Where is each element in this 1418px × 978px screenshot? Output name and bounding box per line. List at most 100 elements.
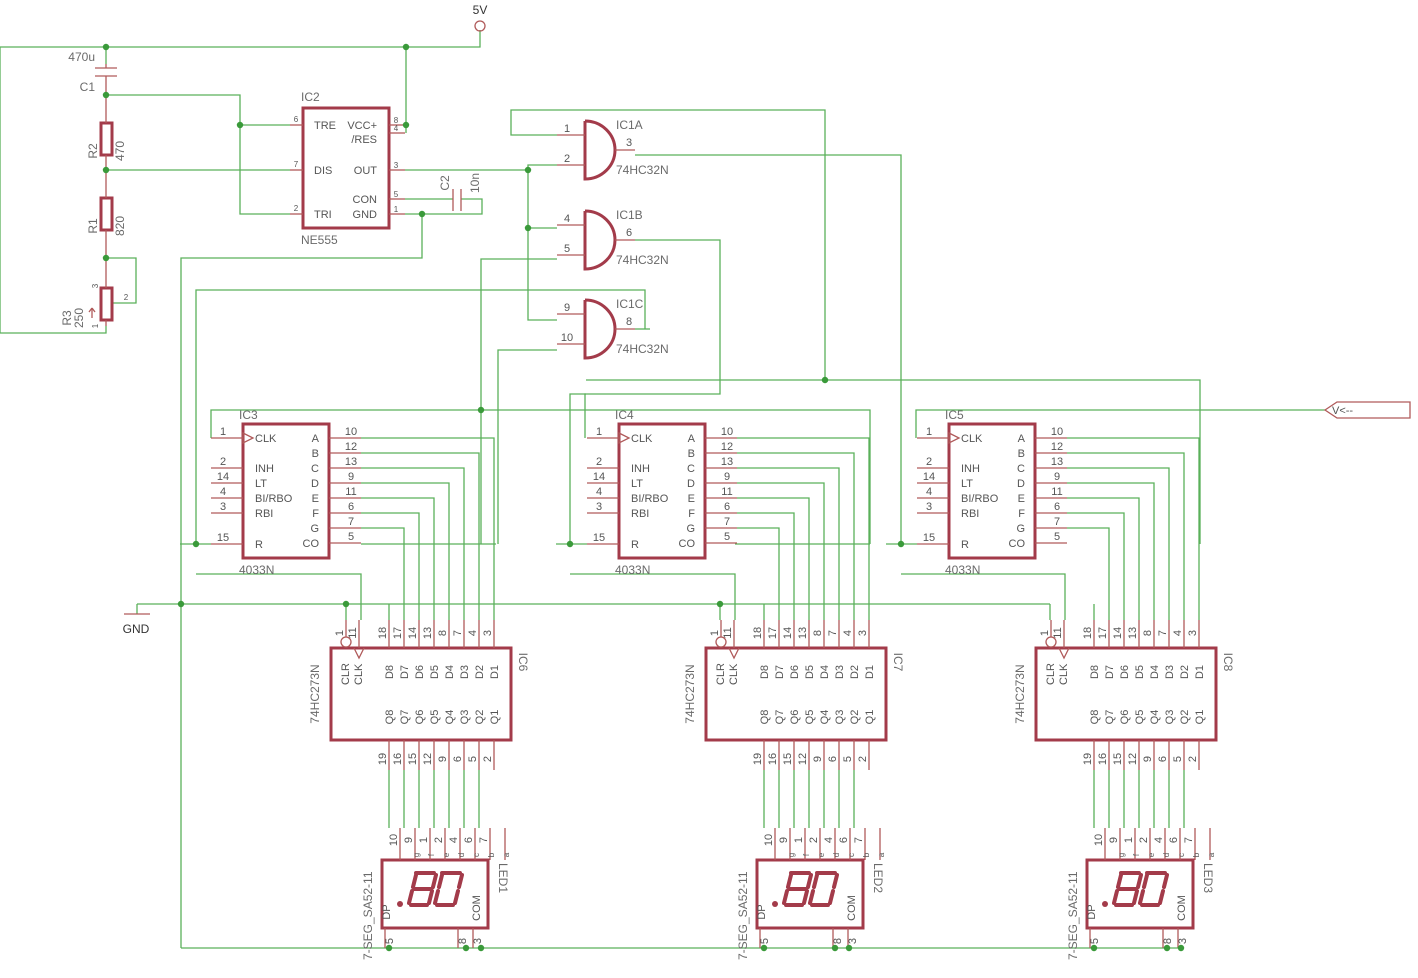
latch-pin-label: Q8 [1089,710,1101,725]
counter-pin-number: 4 [220,486,226,498]
vcc-rail [106,30,481,48]
junction-dot [177,600,185,608]
junction-dot [102,254,110,262]
display-pin-number: 1 [793,837,805,843]
ic2-pin-number: 4 [394,124,399,133]
latch-pin-number: 9 [437,756,449,762]
counter-pin-number: 2 [926,456,932,468]
counter-pin-number: 7 [348,516,354,528]
counter-name: IC3 [239,408,258,422]
ic5-latch-clk [901,573,1066,620]
counter-pin-label: R [631,539,639,551]
latch-pin-number: 19 [377,753,389,765]
counter-latch-wire [737,512,795,608]
latch-pin-label: CLK [353,663,365,685]
counter-pin-label: G [686,523,695,535]
counter-pin-number: 3 [596,501,602,513]
junction-dot [716,600,724,608]
display-segment-label: c [1177,853,1186,857]
counter-pin-label: C [1017,463,1025,475]
latch-pin-label: D8 [759,665,771,679]
counter-pin-number: 5 [1054,531,1060,543]
latch-pin-number: 6 [827,756,839,762]
latch-name: IC8 [1221,653,1235,672]
latch-pin-label: D1 [489,665,501,679]
counter-latch-wire [1067,497,1140,608]
counter-pin-label: E [688,493,695,505]
c2-name: C2 [438,175,452,191]
display-pin-number: 2 [808,837,820,843]
latch-pin-number: 7 [827,630,839,636]
junction-dot [192,540,200,548]
counter-latch-wire [1067,512,1125,608]
r2-value: 470 [113,141,127,161]
clock-triangle [353,647,365,660]
counter-pin-label: B [312,448,319,460]
display-pin-number: 2 [1138,837,1150,843]
counter-pin-label: A [1018,433,1026,445]
ic2-value: NE555 [301,233,338,247]
counter-pin-label: CLK [255,433,277,445]
display-segment-label: f [427,853,436,856]
counter-pin-label: E [312,493,319,505]
display-pin-number: 10 [763,834,775,846]
junction-dot [477,944,485,952]
counter-pin-label: BI/RBO [255,493,293,505]
counter-latch-wire [361,437,495,608]
junction-dot [1177,944,1185,952]
latch-pin-label: CLR [340,663,352,685]
feedback-wire [0,46,107,334]
latch-pin-number: 12 [1127,753,1139,765]
counter-pin-number: 10 [1051,426,1063,438]
icb-in-wire [480,258,557,544]
counter-pin-number: 15 [217,532,229,544]
junctions [102,43,1185,952]
counter-pin-label: BI/RBO [631,493,669,505]
display-pin-number: 8 [832,938,844,944]
display-pin-number: 6 [1168,837,1180,843]
counter-pin-number: 15 [923,532,935,544]
or-gate-pin-number: 10 [561,332,573,344]
counter-latch-wire [1067,527,1110,608]
latch-pin-number: 1 [1039,630,1051,636]
or-gate-pin-number: 1 [564,123,570,135]
latch-pin-number: 2 [482,756,494,762]
display-segment-label: e [817,852,826,857]
r3-pin2: 2 [124,293,129,302]
ica-out-wire [635,154,902,544]
latch-pin-label: D1 [864,665,876,679]
display-pin-number: 7 [478,837,490,843]
latch-pin-number: 16 [767,753,779,765]
gnd-label: GND [123,622,150,636]
display-segment-label: e [1147,852,1156,857]
latch-pin-label: D2 [474,665,486,679]
latch-name: IC6 [516,653,530,672]
c1-name: C1 [80,80,96,94]
counter-pin-label: CLK [631,433,653,445]
latch-pin-number: 19 [752,753,764,765]
counter-pin-number: 2 [596,456,602,468]
junction-dot [102,166,110,174]
icc-in-wire [497,349,557,544]
counter-latch-wire [361,527,405,608]
display-segment-label: g [412,853,421,857]
digit-segments [808,871,839,907]
r1-body [99,196,114,232]
counter-latch-wire [737,437,870,608]
counter-pin-number: 15 [593,532,605,544]
latch-body [704,646,888,742]
latch-pin-number: 14 [407,627,419,639]
or-gate-value: 74HC32N [616,342,669,356]
decimal-point [397,901,403,907]
junction-dot [821,376,829,384]
counter-pin-label: E [1018,493,1025,505]
display-dp-label: DP [1086,904,1098,919]
counter-pin-number: 14 [593,471,605,483]
ic2-name: IC2 [301,90,320,104]
display-pin-number: 6 [838,837,850,843]
latch-pin-label: Q1 [864,710,876,725]
latch-pin-label: Q3 [834,710,846,725]
r2-body [99,121,114,157]
ic2-pin-number: 7 [294,160,299,169]
